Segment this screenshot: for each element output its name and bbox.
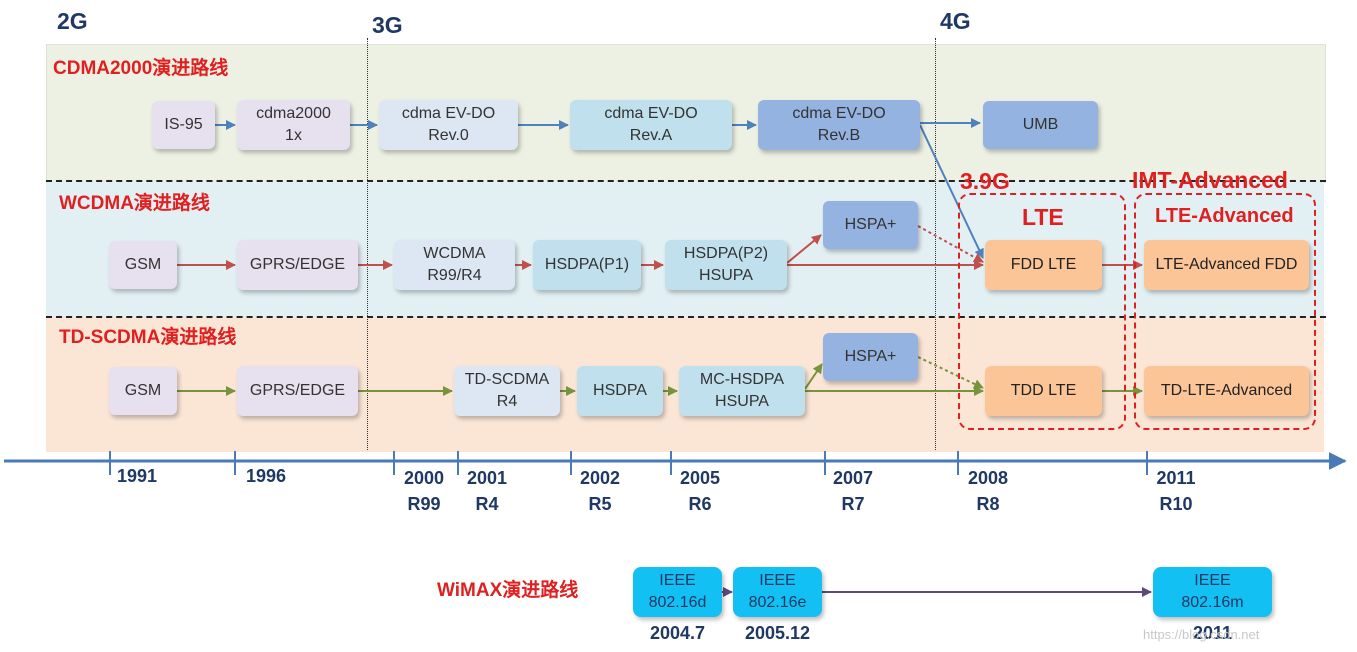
timeline-label: 2011 R10 — [1156, 468, 1196, 514]
3-9g-label: 3.9G — [960, 168, 1010, 194]
node-is-95: IS-95 — [152, 101, 215, 149]
cdma2000-lane-title: CDMA2000演进路线 — [53, 58, 229, 79]
node-umb: UMB — [983, 101, 1098, 149]
node-td-gsm: GSM — [109, 367, 177, 415]
generation-2g-label: 2G — [57, 8, 88, 34]
node-mc-hsdpa-hsupa: MC-HSDPA HSUPA — [679, 366, 805, 416]
node-td-hsdpa: HSDPA — [577, 366, 663, 416]
td-scdma-lane-title: TD-SCDMA演进路线 — [59, 327, 237, 348]
node-td-scdma-r4: TD-SCDMA R4 — [454, 366, 560, 416]
node-ieee-802-16m: IEEE 802.16m — [1153, 567, 1272, 617]
timeline-label: 2007 R7 — [832, 468, 874, 514]
lte-label: LTE — [1022, 204, 1064, 230]
node-wcdma-gsm: GSM — [109, 241, 177, 289]
timeline-label: 2008 R8 — [967, 468, 1009, 514]
node-wcdma-r99-r4: WCDMA R99/R4 — [394, 240, 515, 290]
node-wcdma-hspa-plus: HSPA+ — [823, 201, 918, 249]
node-cdma2000-1x: cdma2000 1x — [237, 100, 350, 150]
imt-advanced-label: IMT-Advanced — [1132, 167, 1288, 193]
node-ieee-802-16d: IEEE 802.16d — [633, 567, 722, 617]
band-separator — [46, 316, 1326, 318]
wcdma-lane-title: WCDMA演进路线 — [59, 193, 210, 214]
node-cdma-ev-do-reva: cdma EV-DO Rev.A — [570, 100, 732, 150]
generation-4g-label: 4G — [940, 8, 971, 34]
timeline-label: 2000 R99 — [403, 468, 445, 514]
wimax-date-label: 2004.7 — [649, 623, 706, 643]
wimax-date-label: 2011 — [1192, 623, 1233, 643]
node-cdma-ev-do-rev0: cdma EV-DO Rev.0 — [379, 100, 518, 150]
node-td-hspa-plus: HSPA+ — [823, 333, 918, 381]
watermark: https://blog.csdn.net — [1143, 627, 1260, 642]
node-fdd-lte: FDD LTE — [985, 240, 1102, 290]
wimax-lane-title: WiMAX演进路线 — [437, 580, 579, 601]
band-separator — [46, 180, 1326, 182]
generation-3g-label: 3G — [372, 12, 403, 38]
timeline-label: 2002 R5 — [579, 468, 621, 514]
node-hsdpa-p1: HSDPA(P1) — [533, 240, 641, 290]
3g-divider — [367, 38, 368, 450]
timeline-label: 1991 — [117, 466, 158, 486]
wimax-date-label: 2005.12 — [744, 623, 811, 643]
lte-advanced-label: LTE-Advanced — [1155, 205, 1294, 227]
node-wcdma-gprs-edge: GPRS/EDGE — [237, 240, 358, 290]
lte-advanced-group-frame — [1134, 193, 1316, 430]
node-td-lte-advanced: TD-LTE-Advanced — [1144, 366, 1309, 416]
timeline-label: 1996 — [246, 466, 287, 486]
node-td-gprs-edge: GPRS/EDGE — [237, 366, 358, 416]
4g-divider — [935, 38, 936, 450]
node-lte-advanced-fdd: LTE-Advanced FDD — [1144, 240, 1309, 290]
node-cdma-ev-do-revb: cdma EV-DO Rev.B — [758, 100, 920, 150]
node-hsdpa-p2-hsupa: HSDPA(P2) HSUPA — [665, 240, 787, 290]
timeline-label: 2001 R4 — [466, 468, 508, 514]
timeline-label: 2005 R6 — [679, 468, 721, 514]
lte-group-frame — [958, 193, 1126, 430]
node-tdd-lte: TDD LTE — [985, 366, 1102, 416]
node-ieee-802-16e: IEEE 802.16e — [733, 567, 822, 617]
